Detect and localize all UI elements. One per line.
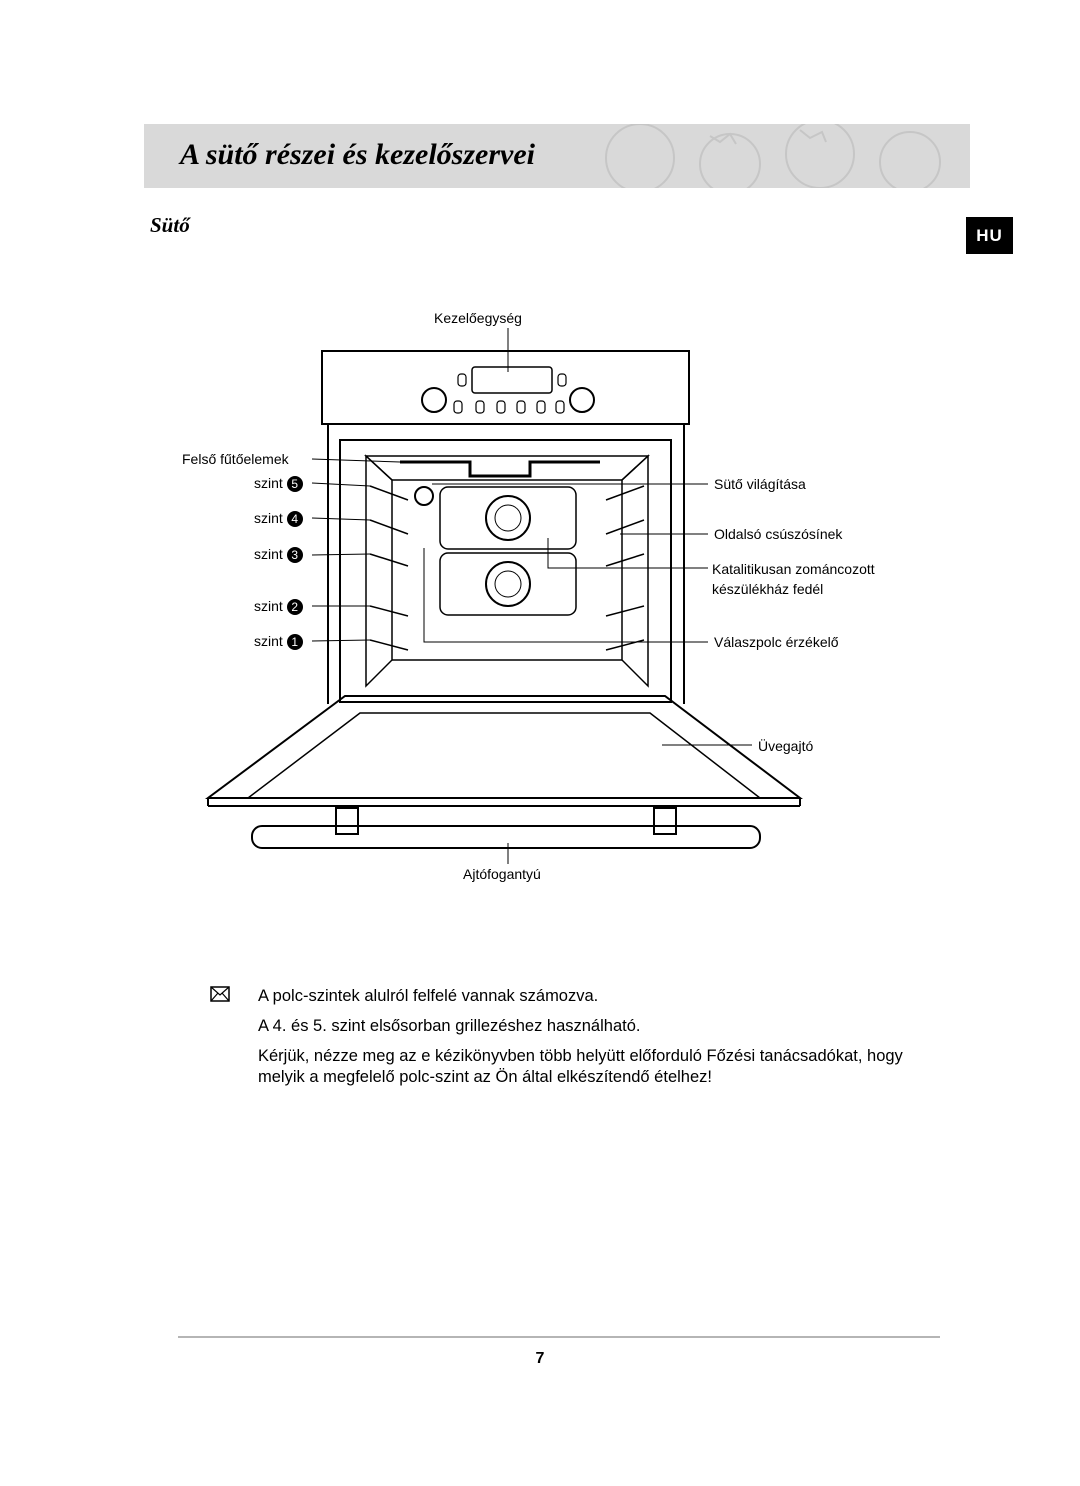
- label-top-heating: Felső fűtőelemek: [182, 451, 289, 467]
- note-1: A polc-szintek alulról felfelé vannak sz…: [258, 987, 599, 1005]
- level-word: szint: [254, 510, 283, 526]
- label-light: Sütő világítása: [714, 476, 806, 492]
- level-number-badge: 1: [286, 634, 303, 650]
- level-5-label: szint 5: [254, 475, 303, 492]
- tomato-decoration-icon: [605, 124, 941, 188]
- level-word: szint: [254, 546, 283, 562]
- label-glass-door: Üvegajtó: [758, 738, 814, 754]
- level-4-label: szint 4: [254, 510, 303, 527]
- level-word: szint: [254, 633, 283, 649]
- label-side-rails: Oldalsó csúszósínek: [714, 526, 843, 542]
- level-number-badge: 4: [286, 511, 303, 527]
- level-number-badge: 5: [286, 476, 303, 492]
- level-2-label: szint 2: [254, 598, 303, 615]
- level-number-badge: 2: [286, 599, 303, 615]
- note-envelope-icon: [210, 986, 230, 1002]
- note-3: Kérjük, nézze meg az e kézikönyvben több…: [258, 1047, 903, 1086]
- label-handle: Ajtófogantyú: [463, 866, 541, 882]
- level-1-label: szint 1: [254, 633, 303, 650]
- footer-divider: [178, 1336, 940, 1338]
- page-title: A sütő részei és kezelőszervei: [180, 138, 535, 171]
- level-word: szint: [254, 598, 283, 614]
- label-catalytic-2: készülékház fedél: [712, 581, 824, 597]
- notes: A polc-szintek alulról felfelé vannak sz…: [258, 986, 948, 1097]
- label-catalytic-1: Katalitikusan zománcozott: [712, 561, 875, 577]
- control-panel: [321, 350, 690, 425]
- level-word: szint: [254, 475, 283, 491]
- note-2: A 4. és 5. szint elsősorban grillezéshez…: [258, 1017, 641, 1035]
- level-3-label: szint 3: [254, 546, 303, 563]
- label-sensor: Válaszpolc érzékelő: [714, 634, 839, 650]
- language-badge: HU: [966, 217, 1013, 254]
- page-number: 7: [535, 1350, 545, 1367]
- section-title: Sütő: [150, 213, 190, 237]
- level-number-badge: 3: [286, 547, 303, 563]
- label-control-panel: Kezelőegység: [434, 310, 522, 326]
- title-band: A sütő részei és kezelőszervei: [144, 124, 970, 188]
- oven-diagram: [204, 328, 803, 864]
